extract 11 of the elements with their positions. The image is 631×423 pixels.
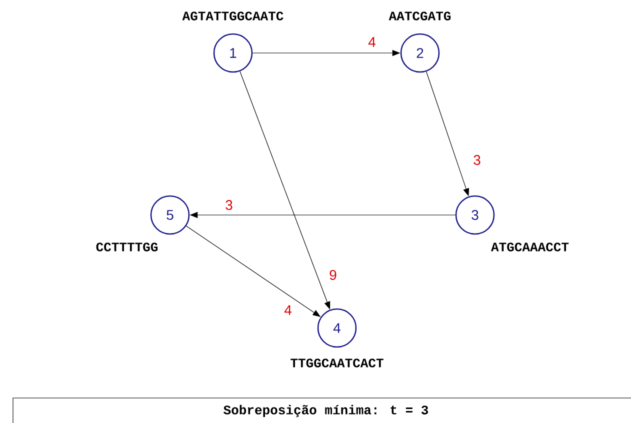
edge-label: 3 bbox=[224, 199, 234, 211]
edge-label: 4 bbox=[367, 36, 377, 48]
summary-box: Sobreposição mínima: t = 3 bbox=[12, 398, 631, 423]
sequence-label: ATGCAAACCT bbox=[491, 242, 569, 252]
edge-label: 3 bbox=[472, 154, 482, 166]
sequence-label: AATCGATG bbox=[388, 12, 451, 20]
sequence-label: CCTTTTGG bbox=[96, 242, 158, 252]
sequence-label: AGTATTGGCAATC bbox=[182, 12, 284, 20]
sequence-label: TTGGCAATCACT bbox=[290, 358, 384, 368]
edge-label: 9 bbox=[328, 269, 338, 281]
edge-label: 4 bbox=[283, 304, 293, 316]
